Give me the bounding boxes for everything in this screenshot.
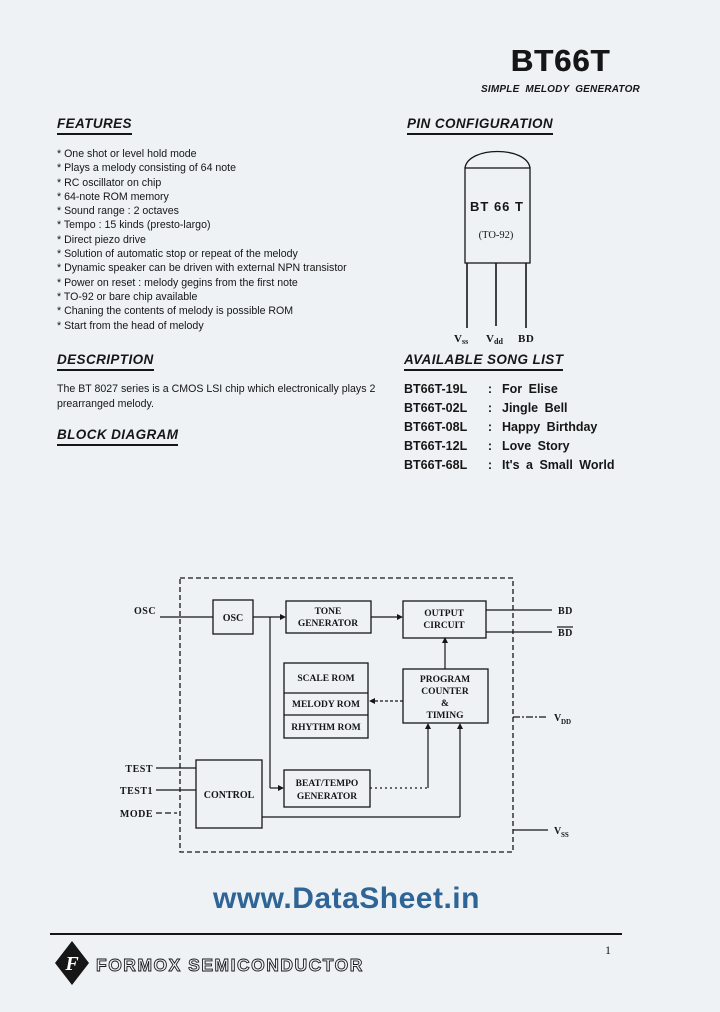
test1-pin-label: TEST1 bbox=[120, 786, 153, 797]
bd-bar-pin-label: BD bbox=[558, 628, 573, 639]
beat-tempo-label-2: GENERATOR bbox=[297, 792, 357, 802]
osc-box-label: OSC bbox=[223, 613, 244, 624]
footer-divider bbox=[50, 933, 622, 935]
company-name-outline-text: FORMOX SEMICONDUCTOR bbox=[96, 955, 364, 975]
test-pin-label: TEST bbox=[125, 764, 153, 775]
page-subtitle: SIMPLE MELODY GENERATOR bbox=[481, 84, 640, 95]
bd-pin-label: BD bbox=[558, 606, 573, 617]
song-list-heading: AVAILABLE SONG LIST bbox=[404, 352, 564, 371]
vdd-pin-label: V bbox=[554, 713, 562, 724]
song-row: BT66T-02L : Jingle Bell bbox=[404, 401, 614, 420]
formox-logo-icon: F bbox=[55, 941, 89, 985]
beat-tempo-label-1: BEAT/TEMPO bbox=[296, 779, 359, 789]
package-type-label: (TO-92) bbox=[479, 230, 514, 241]
output-circuit-label-2: CIRCUIT bbox=[423, 621, 465, 631]
rom-stack-box bbox=[283, 662, 369, 739]
pin-label-bd: BD bbox=[518, 333, 534, 345]
features-list: * One shot or level hold mode * Plays a … bbox=[57, 147, 347, 333]
song-part-number: BT66T-08L bbox=[404, 420, 468, 434]
description-heading: DESCRIPTION bbox=[57, 352, 154, 371]
feature-item: * One shot or level hold mode bbox=[57, 148, 197, 160]
program-counter-timing-box bbox=[402, 668, 489, 724]
package-pin-labels: V ss V dd BD bbox=[454, 333, 534, 346]
page-title: BT66T bbox=[510, 43, 611, 78]
feature-item: * RC oscillator on chip bbox=[57, 176, 162, 189]
chip-boundary-dashed-box bbox=[179, 577, 514, 853]
output-circuit-box bbox=[402, 600, 487, 639]
melody-rom-label: MELODY ROM bbox=[292, 700, 360, 710]
output-circuit-label-1: OUTPUT bbox=[424, 609, 464, 619]
beat-tempo-generator-box bbox=[283, 769, 371, 808]
osc-pin-label: OSC bbox=[134, 606, 156, 617]
song-separator: : bbox=[487, 420, 493, 434]
logo-letter: F bbox=[64, 953, 79, 975]
feature-item: * Chaning the contents of melody is poss… bbox=[57, 305, 294, 318]
feature-item: * Dynamic speaker can be driven with ext… bbox=[57, 262, 347, 275]
pin-label-vdd-sub: dd bbox=[494, 337, 503, 346]
song-row: BT66T-12L : Love Story bbox=[404, 439, 614, 458]
song-title: For Elise bbox=[502, 382, 558, 396]
pin-label-vss-sub: ss bbox=[462, 337, 468, 346]
vss-pin-sub: SS bbox=[561, 831, 569, 839]
program-label-3: & bbox=[441, 699, 449, 709]
diagram-wires bbox=[156, 609, 573, 831]
song-part-number: BT66T-02L bbox=[404, 401, 468, 415]
package-dome-outline bbox=[464, 150, 531, 169]
mode-pin-label: MODE bbox=[120, 809, 153, 820]
song-row: BT66T-08L : Happy Birthday bbox=[404, 420, 614, 439]
watermark-text: www.DataSheet.in bbox=[213, 882, 480, 915]
program-label-1: PROGRAM bbox=[420, 675, 470, 685]
song-part-number: BT66T-68L bbox=[404, 458, 468, 472]
scale-rom-label: SCALE ROM bbox=[297, 674, 354, 684]
song-title: Jingle Bell bbox=[502, 401, 568, 415]
rhythm-rom-label: RHYTHM ROM bbox=[291, 723, 360, 733]
footer-company: FORMOX SEMICONDUCTOR bbox=[96, 955, 364, 976]
song-separator: : bbox=[487, 458, 493, 472]
tone-generator-box bbox=[285, 600, 372, 634]
package-pins bbox=[466, 263, 527, 328]
block-diagram-heading: BLOCK DIAGRAM bbox=[57, 427, 179, 446]
diagram-arrowheads bbox=[278, 614, 463, 791]
package-body-outline bbox=[464, 167, 531, 264]
control-box-label: CONTROL bbox=[204, 790, 255, 801]
header: BT66T SIMPLE MELODY GENERATOR bbox=[458, 43, 663, 95]
pin-configuration-heading: PIN CONFIGURATION bbox=[407, 116, 554, 135]
block-diagram: OSC TONE GENERATOR OUTPUT CIRCUIT SCALE … bbox=[120, 577, 573, 853]
song-title: Happy Birthday bbox=[502, 420, 598, 434]
vdd-pin-sub: DD bbox=[561, 718, 571, 726]
feature-item: * 64-note ROM memory bbox=[57, 190, 169, 203]
song-part-number: BT66T-12L bbox=[404, 439, 468, 453]
features-heading: FEATURES bbox=[57, 116, 132, 135]
program-label-2: COUNTER bbox=[421, 687, 469, 697]
song-list: BT66T-19L : For Elise BT66T-02L : Jingle… bbox=[404, 382, 614, 477]
feature-item: * Plays a melody consisting of 64 note bbox=[57, 162, 237, 175]
song-separator: : bbox=[487, 382, 493, 396]
song-separator: : bbox=[487, 439, 493, 453]
page-number: 1 bbox=[605, 943, 611, 957]
pin-label-vss: V bbox=[454, 333, 462, 345]
song-part-number: BT66T-19L bbox=[404, 382, 468, 396]
osc-box bbox=[212, 599, 254, 635]
control-box bbox=[195, 759, 263, 829]
song-title: It's a Small World bbox=[502, 458, 615, 472]
pin-label-vdd: V bbox=[486, 333, 494, 345]
program-label-4: TIMING bbox=[427, 711, 465, 721]
feature-item: * TO-92 or bare chip available bbox=[57, 290, 198, 303]
package-name-label: BT 66 T bbox=[470, 199, 524, 214]
feature-item: * Tempo : 15 kinds (presto-largo) bbox=[57, 219, 211, 232]
song-separator: : bbox=[487, 401, 493, 415]
tone-generator-label-1: TONE bbox=[315, 607, 342, 617]
feature-item: * Start from the head of melody bbox=[57, 319, 204, 332]
feature-item: * Solution of automatic stop or repeat o… bbox=[57, 248, 298, 261]
feature-item: * Sound range : 2 octaves bbox=[57, 205, 179, 218]
description-text: The BT 8027 series is a CMOS LSI chip wh… bbox=[57, 383, 376, 410]
feature-item: * Direct piezo drive bbox=[57, 233, 146, 246]
song-row: BT66T-19L : For Elise bbox=[404, 382, 614, 401]
song-title: Love Story bbox=[502, 439, 570, 453]
tone-generator-label-2: GENERATOR bbox=[298, 619, 358, 629]
vss-pin-label: V bbox=[554, 826, 562, 837]
to92-package-drawing: BT 66 T (TO-92) V ss V dd BD bbox=[454, 150, 534, 346]
song-row: BT66T-68L : It's a Small World bbox=[404, 458, 614, 477]
feature-item: * Power on reset : melody gegins from th… bbox=[57, 276, 298, 289]
